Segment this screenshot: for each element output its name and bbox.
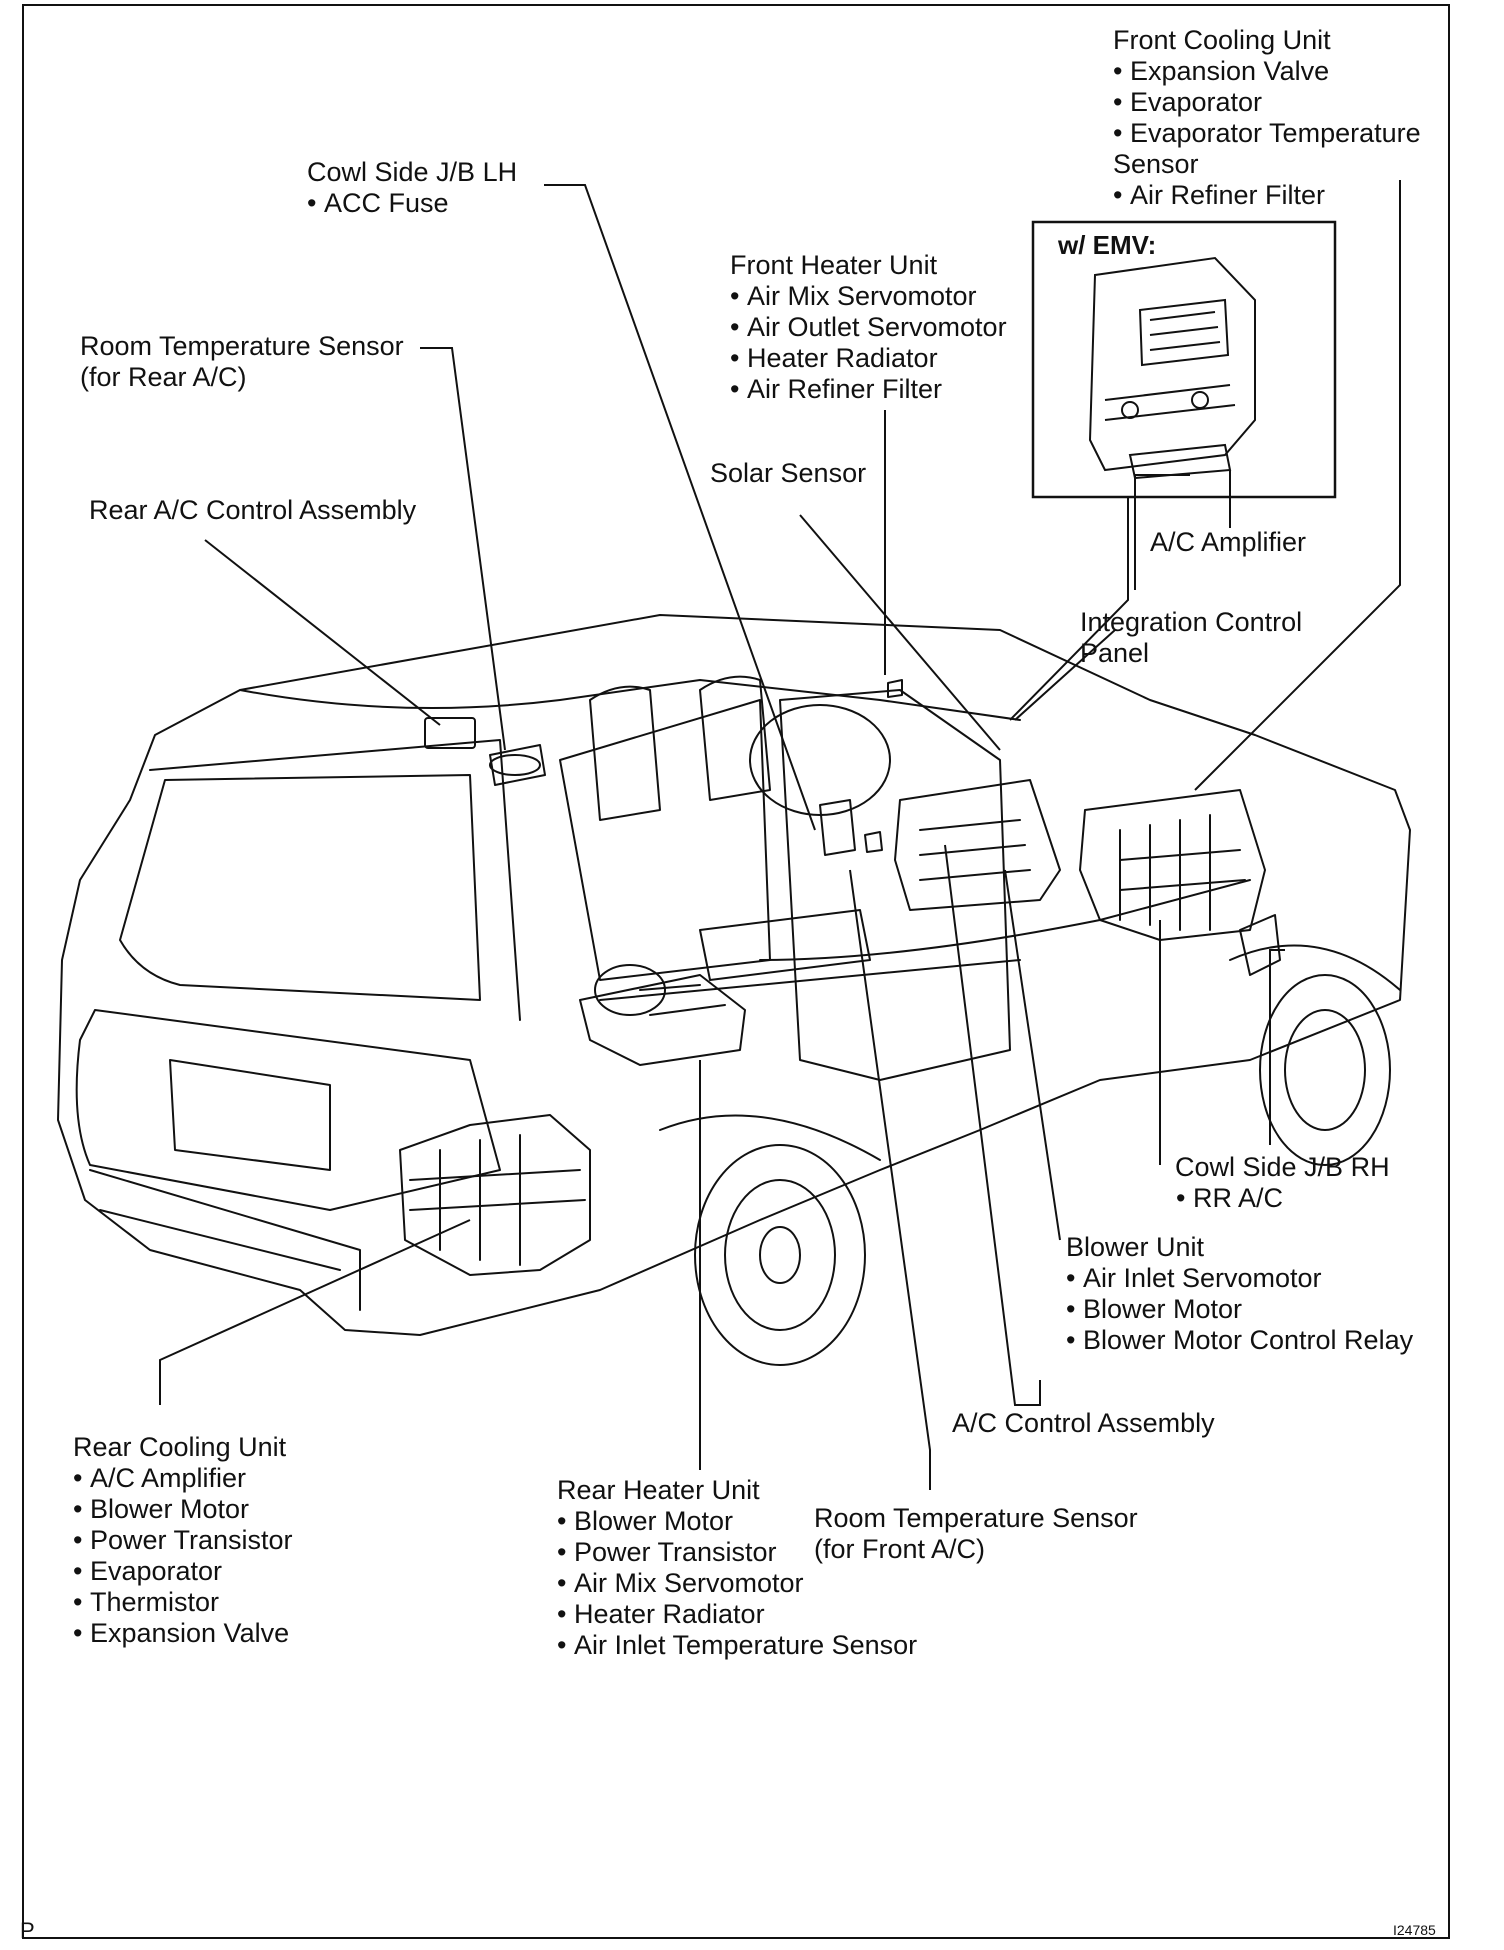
integration-control-panel-label: Integration Control Panel: [1080, 607, 1302, 669]
diagram-frame: [22, 4, 1450, 1939]
rear-ac-control-assembly-label: Rear A/C Control Assembly: [89, 495, 417, 525]
steering-wheel: [749, 704, 891, 816]
side-door-opening: [779, 689, 1011, 1081]
solar-sensor-label: Solar Sensor: [710, 458, 867, 488]
fcu-item-1: Expansion Valve: [1113, 56, 1421, 87]
rear-heater-fan: [594, 964, 666, 1016]
rear-wheel: [694, 1144, 866, 1366]
cowl-side-jb-rh-item-1: RR A/C: [1176, 1183, 1390, 1214]
rhu-item-3: Air Mix Servomotor: [557, 1568, 917, 1599]
leader-lines: [159, 180, 1401, 1490]
rcu-item-6: Expansion Valve: [73, 1618, 293, 1649]
blower-unit-item-1: Air Inlet Servomotor: [1066, 1263, 1413, 1294]
cowl-side-jb-lh-label: Cowl Side J/B LH ACC Fuse: [307, 157, 517, 219]
rear-cooling-unit-label: Rear Cooling Unit A/C Amplifier Blower M…: [73, 1432, 293, 1649]
fhu-item-4: Air Refiner Filter: [730, 374, 1007, 405]
room-temp-sensor-rear-line2: (for Rear A/C): [80, 362, 247, 392]
front-heater-unit-body: [894, 779, 1061, 911]
room-temp-sensor-front-line1: Room Temperature Sensor: [814, 1503, 1138, 1533]
emv-box-title: w/ EMV:: [1058, 230, 1157, 260]
corner-letter: P: [20, 1918, 35, 1943]
front-heater-unit-label: Front Heater Unit Air Mix Servomotor Air…: [730, 250, 1007, 405]
rcu-item-2: Blower Motor: [73, 1494, 293, 1525]
front-wheel: [1259, 974, 1391, 1166]
solar-sensor-part: [887, 679, 903, 698]
fcu-item-4: Air Refiner Filter: [1113, 180, 1421, 211]
cowl-side-jb-lh-title: Cowl Side J/B LH: [307, 157, 518, 187]
cowl-side-jb-rh-label: Cowl Side J/B RH RR A/C: [1175, 1152, 1390, 1214]
room-temp-sensor-front-line2: (for Front A/C): [814, 1534, 986, 1564]
rear-hatch: [75, 1009, 501, 1211]
front-seat: [699, 675, 771, 801]
rear-window: [119, 774, 481, 1001]
rhu-item-1: Blower Motor: [557, 1506, 917, 1537]
rhu-item-5: Air Inlet Temperature Sensor: [557, 1630, 917, 1661]
integration-control-panel-line1: Integration Control: [1080, 607, 1303, 637]
blower-unit-label: Blower Unit Air Inlet Servomotor Blower …: [1066, 1232, 1413, 1356]
room-temp-sensor-front-label: Room Temperature Sensor (for Front A/C): [814, 1503, 1138, 1565]
integration-control-panel-line2: Panel: [1080, 638, 1150, 668]
ac-amplifier-label: A/C Amplifier: [1150, 527, 1307, 557]
blower-unit-title: Blower Unit: [1066, 1232, 1205, 1262]
rear-side-window: [559, 699, 771, 981]
fhu-item-2: Air Outlet Servomotor: [730, 312, 1007, 343]
rear-heater-unit-title: Rear Heater Unit: [557, 1475, 760, 1505]
rhu-item-2: Power Transistor: [557, 1537, 917, 1568]
fcu-item-2: Evaporator: [1113, 87, 1421, 118]
rcu-item-3: Power Transistor: [73, 1525, 293, 1556]
fcu-item-3: Evaporator Temperature: [1113, 118, 1421, 149]
rcu-item-5: Thermistor: [73, 1587, 293, 1618]
blower-unit-item-3: Blower Motor Control Relay: [1066, 1325, 1413, 1356]
roofline: [239, 679, 1021, 721]
ac-control-assembly-label: A/C Control Assembly: [952, 1408, 1215, 1438]
roof-outline: [57, 614, 1411, 1336]
cowl-side-jb-rh-title: Cowl Side J/B RH: [1175, 1152, 1390, 1182]
blower-unit-item-2: Blower Motor: [1066, 1294, 1413, 1325]
fhu-item-1: Air Mix Servomotor: [730, 281, 1007, 312]
room-temp-sensor-rear-label: Room Temperature Sensor (for Rear A/C): [80, 331, 404, 393]
room-temp-sensor-rear-line1: Room Temperature Sensor: [80, 331, 404, 361]
front-cooling-unit-label: Front Cooling Unit Expansion Valve Evapo…: [1113, 25, 1421, 211]
rcu-item-4: Evaporator: [73, 1556, 293, 1587]
emv-panel-drawing: [1088, 256, 1256, 480]
rear-heater-unit-body: [579, 974, 746, 1066]
fhu-item-3: Heater Radiator: [730, 343, 1007, 374]
front-cooling-unit-body: [1079, 789, 1266, 941]
rhu-item-4: Heater Radiator: [557, 1599, 917, 1630]
license-plate: [169, 1059, 331, 1171]
rear-seat: [589, 685, 661, 821]
rear-cooling-unit-title: Rear Cooling Unit: [73, 1432, 287, 1462]
cowl-side-jb-lh-item-1: ACC Fuse: [307, 188, 517, 219]
rear-ac-control-unit: [424, 717, 476, 749]
front-heater-unit-title: Front Heater Unit: [730, 250, 938, 280]
fcu-item-3-continuation: Sensor: [1113, 149, 1199, 179]
rear-heater-unit-label: Rear Heater Unit Blower Motor Power Tran…: [557, 1475, 917, 1661]
figure-code: I24785: [1393, 1922, 1436, 1938]
rear-cooling-unit-body: [399, 1114, 591, 1276]
emv-inset-box: [1031, 220, 1337, 499]
rcu-item-1: A/C Amplifier: [73, 1463, 293, 1494]
front-cooling-unit-title: Front Cooling Unit: [1113, 25, 1331, 55]
room-temp-sensor-rear-part: [489, 744, 546, 786]
